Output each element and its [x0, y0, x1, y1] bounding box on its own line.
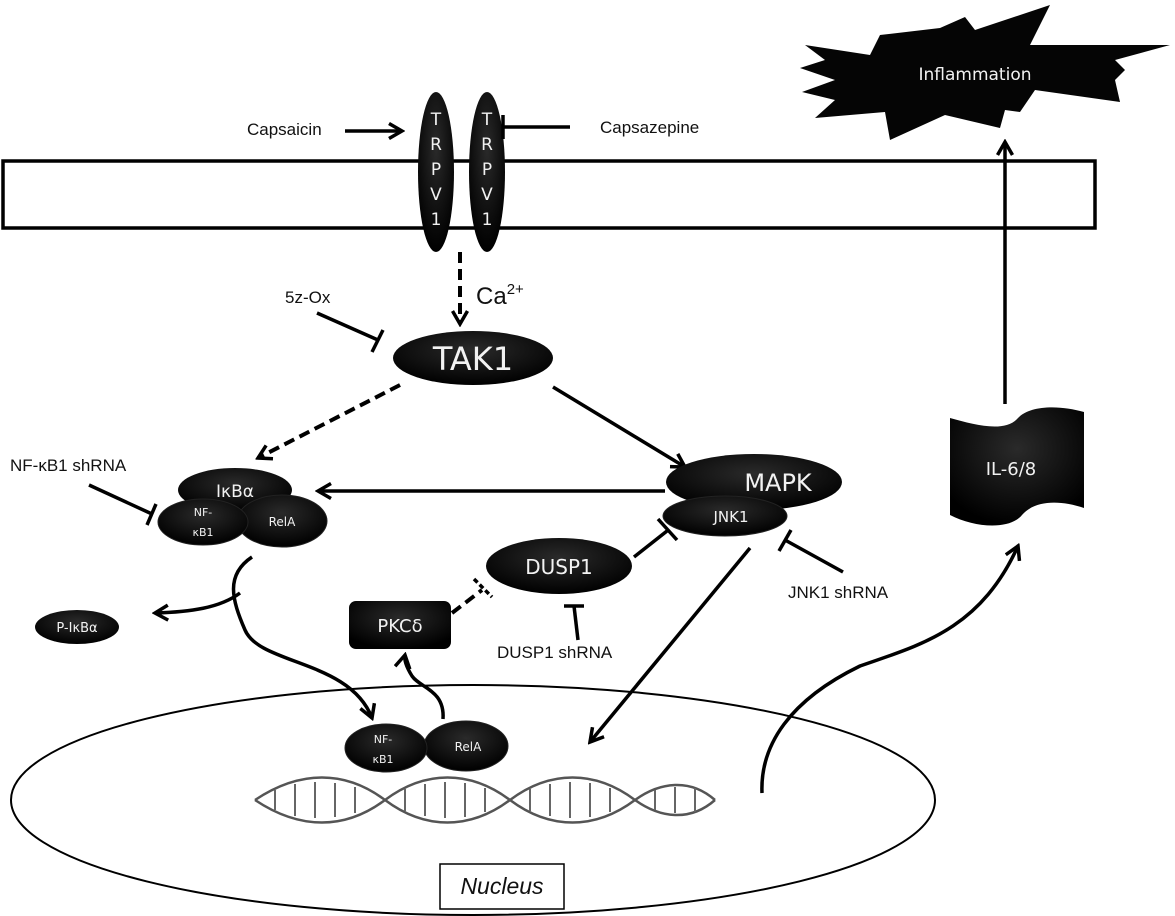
trpv1-letter: P [431, 160, 441, 180]
mapk-node [666, 454, 842, 510]
inhibition-bar [777, 529, 793, 552]
capsaicin-label: Capsaicin [247, 120, 322, 139]
jnk1-node [662, 495, 788, 537]
p-ikba-node [35, 610, 119, 644]
nfkb1-shrna-label: NF-κB1 shRNA [10, 456, 127, 475]
trpv1-channel-left: T R P V 1 [418, 92, 454, 252]
nuclear-rela-label: RelA [455, 740, 483, 754]
ikba-label: IκBα [216, 482, 254, 502]
dusp1-shrna-inhibition-line [572, 605, 580, 641]
inhibition-bar [472, 577, 494, 599]
trpv1-letter: V [430, 185, 442, 205]
dusp1-label: DUSP1 [525, 555, 593, 579]
nucleus-label: Nucleus [460, 873, 544, 899]
complex-to-nucleus-curve [231, 555, 373, 718]
trpv1-letter: 1 [482, 210, 493, 230]
il68-label: IL-6/8 [986, 459, 1036, 480]
tak1-label: TAK1 [432, 340, 513, 378]
dusp1-to-jnk1-inhibition-line [632, 529, 669, 559]
pkcd-node [349, 601, 451, 649]
dusp1-node [486, 538, 632, 594]
nfkb1-label: NF- [194, 506, 213, 519]
capsazepine-label: Capsazepine [600, 118, 699, 137]
p-ikba-label: P-IκBα [56, 621, 97, 636]
nucleus-to-il68-curve [760, 546, 1018, 794]
nucleus-compartment [10, 684, 936, 916]
dna-helix-icon [254, 776, 716, 824]
nuclear-nfkb1-label: κB1 [372, 753, 393, 766]
tak1-node [393, 331, 553, 385]
trpv1-letter: P [482, 160, 492, 180]
nfkb1-shrna-inhibition-line [88, 483, 153, 516]
tak1-to-mapk-arrow [552, 385, 685, 467]
trpv1-letter: 1 [431, 210, 442, 230]
mapk-label: MAPK [744, 469, 813, 497]
trpv1-letter: R [430, 135, 442, 155]
jnk1-label: JNK1 [712, 508, 748, 526]
complex-to-p-ikba-arrow [155, 591, 242, 613]
pkcd-label: PKCδ [377, 616, 422, 637]
nucleus-label-box [439, 863, 565, 910]
nfkb1-label: κB1 [192, 526, 213, 539]
inflammation-node [800, 5, 1170, 140]
dusp1-shrna-label: DUSP1 shRNA [497, 643, 613, 662]
il68-node [950, 407, 1084, 526]
5z-ox-inhibition-line [316, 311, 379, 342]
5z-ox-label: 5z-Ox [285, 288, 331, 307]
nuclear-nfkb1-label: NF- [374, 733, 393, 746]
inhibition-bar [145, 503, 158, 526]
trpv1-letter: T [481, 110, 493, 130]
inflammation-label: Inflammation [918, 65, 1031, 85]
trpv1-channel-right: T R P V 1 [469, 92, 505, 252]
tak1-to-ikba-dashed-arrow [258, 383, 401, 458]
cell-membrane [1, 159, 1097, 230]
jnk1-to-nucleus-arrow [590, 546, 752, 742]
jnk1-shrna-inhibition-line [784, 538, 844, 574]
calcium-label: Ca2+ [476, 281, 524, 310]
trpv1-letter: T [430, 110, 442, 130]
nuclear-nfkb1-node [344, 723, 428, 773]
rela-to-pkcd-arrow [405, 655, 445, 720]
inhibition-bar [656, 517, 679, 542]
pkcd-to-dusp1-dashed-inhibition [450, 588, 484, 615]
rela-label: RelA [269, 515, 297, 529]
trpv1-letter: V [481, 185, 493, 205]
jnk1-shrna-label: JNK1 shRNA [788, 583, 889, 602]
trpv1-letter: R [481, 135, 493, 155]
nfkb1-node [157, 498, 249, 546]
inhibition-bar [370, 329, 385, 353]
calcium-superscript: 2+ [507, 281, 524, 298]
